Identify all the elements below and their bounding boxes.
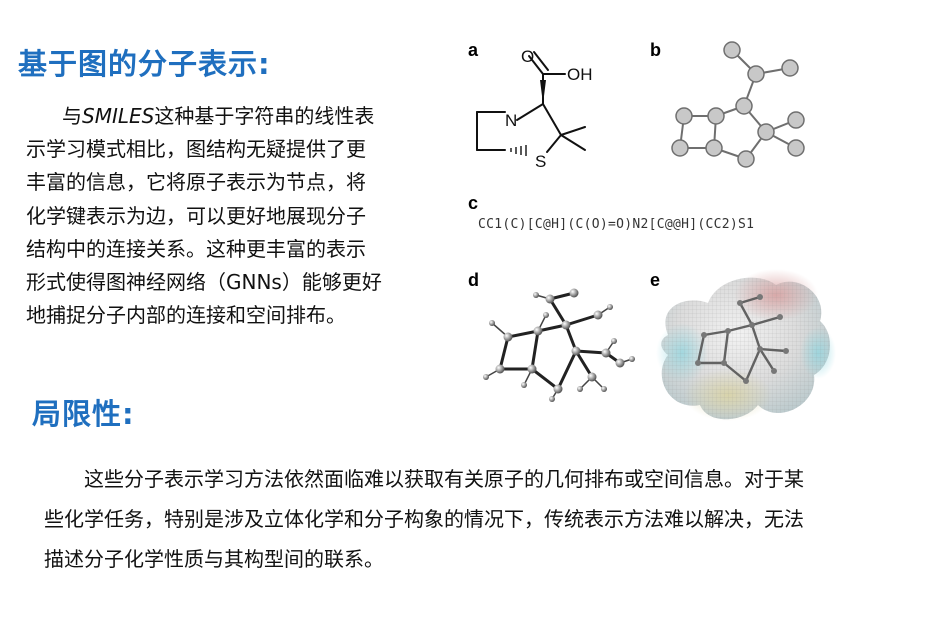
- atom-label-s: S: [535, 152, 546, 171]
- representation-paragraph: 与SMILES这种基于字符串的线性表 示学习模式相比，图结构无疑提供了更 丰富的…: [26, 100, 406, 332]
- atom-label-oh: OH: [567, 65, 593, 84]
- paragraph-line: 地捕捉分子内部的连接和空间排布。: [26, 303, 346, 328]
- paragraph-line: 描述分子化学性质与其构型间的联系。: [44, 547, 384, 571]
- smiles-string: CC1(C)[C@H](C(O)=O)N2[C@@H](CC2)S1: [478, 217, 755, 232]
- molecular-graph: [671, 41, 805, 168]
- panel-label-b: b: [650, 40, 661, 60]
- atom-label-o: O: [521, 47, 534, 66]
- paragraph-line: 丰富的信息，它将原子表示为节点，将: [26, 170, 366, 195]
- paragraph-line: 些化学任务，特别是涉及立体化学和分子构象的情况下，传统表示方法难以解决，无法: [44, 507, 804, 531]
- panel-label-a: a: [468, 40, 479, 60]
- paragraph-line: 形式使得图神经网络（GNNs）能够更好: [26, 270, 382, 295]
- atom-label-n: N: [505, 111, 517, 130]
- section-heading-representation: 基于图的分子表示:: [18, 47, 271, 81]
- molecular-surface-model: [656, 269, 836, 421]
- panel-label-d: d: [468, 270, 479, 290]
- paragraph-line: 示学习模式相比，图结构无疑提供了更: [26, 137, 366, 162]
- paragraph-line: 这些分子表示学习方法依然面临难以获取有关原子的几何排布或空间信息。对于某: [84, 467, 804, 491]
- paragraph-line: 结构中的连接关系。这种更丰富的表示: [26, 236, 366, 261]
- panel-label-c: c: [468, 193, 479, 213]
- panel-label-e: e: [650, 270, 661, 290]
- section-heading-limitation: 局限性:: [32, 397, 135, 431]
- ball-and-stick-model: [483, 288, 635, 402]
- skeletal-formula: N S O OH: [476, 47, 593, 171]
- limitation-paragraph: 这些分子表示学习方法依然面临难以获取有关原子的几何排布或空间信息。对于某 些化学…: [44, 459, 884, 579]
- paragraph-line: 化学键表示为边，可以更好地展现分子: [26, 203, 366, 228]
- paragraph-line: 与SMILES这种基于字符串的线性表: [62, 104, 375, 128]
